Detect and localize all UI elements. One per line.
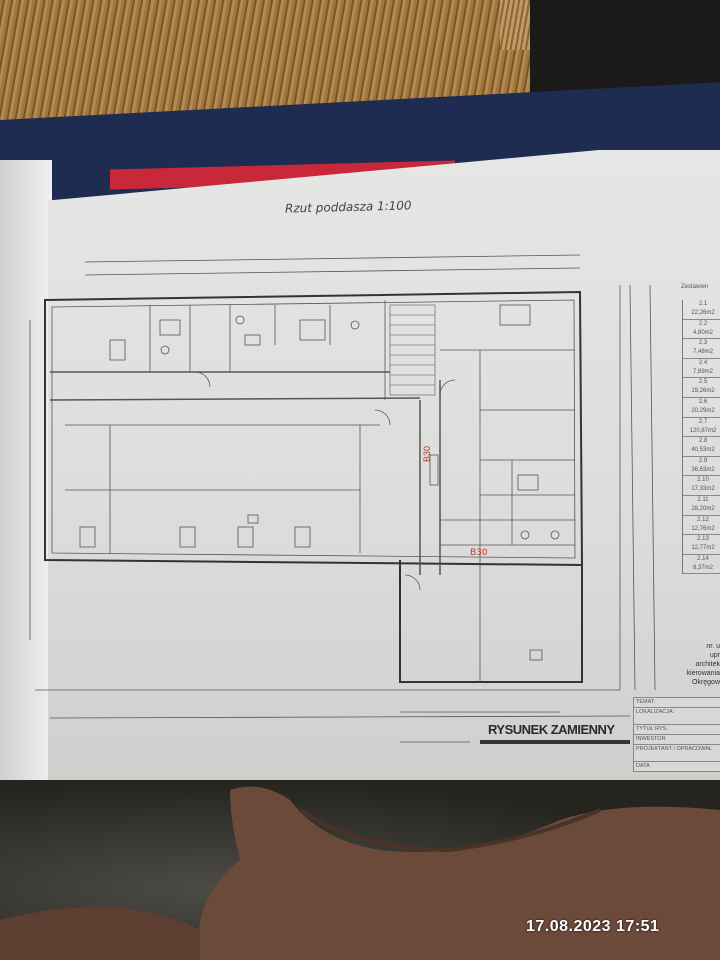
title-block: TEMAT: LOKALIZACJA: TYTUŁ RYS. INWESTOR … [633, 697, 720, 772]
title-block-field: TEMAT: [633, 697, 720, 707]
architect-stamp: nr. u upr architek kierowania Okręgow [686, 643, 720, 686]
handwritten-mark: B30 [470, 548, 488, 558]
drawing-sheet [48, 150, 720, 782]
revision-stamp: RYSUNEK ZAMIENNY [488, 722, 615, 737]
title-block-field: INWESTOR [633, 734, 720, 744]
page-stack [0, 160, 52, 780]
title-block-field: PROJEKTANT / OPRACOWAŁ [633, 744, 720, 761]
title-block-field: LOKALIZACJA: [633, 707, 720, 724]
handwritten-mark: B30 [422, 446, 432, 462]
title-block-field: DATA [633, 761, 720, 772]
photo-timestamp: 17.08.2023 17:51 [526, 918, 660, 935]
title-block-field: TYTUŁ RYS. [633, 724, 720, 734]
area-table-header: Zestawien [681, 284, 709, 290]
redacted-line [480, 740, 630, 744]
feet [0, 786, 720, 960]
